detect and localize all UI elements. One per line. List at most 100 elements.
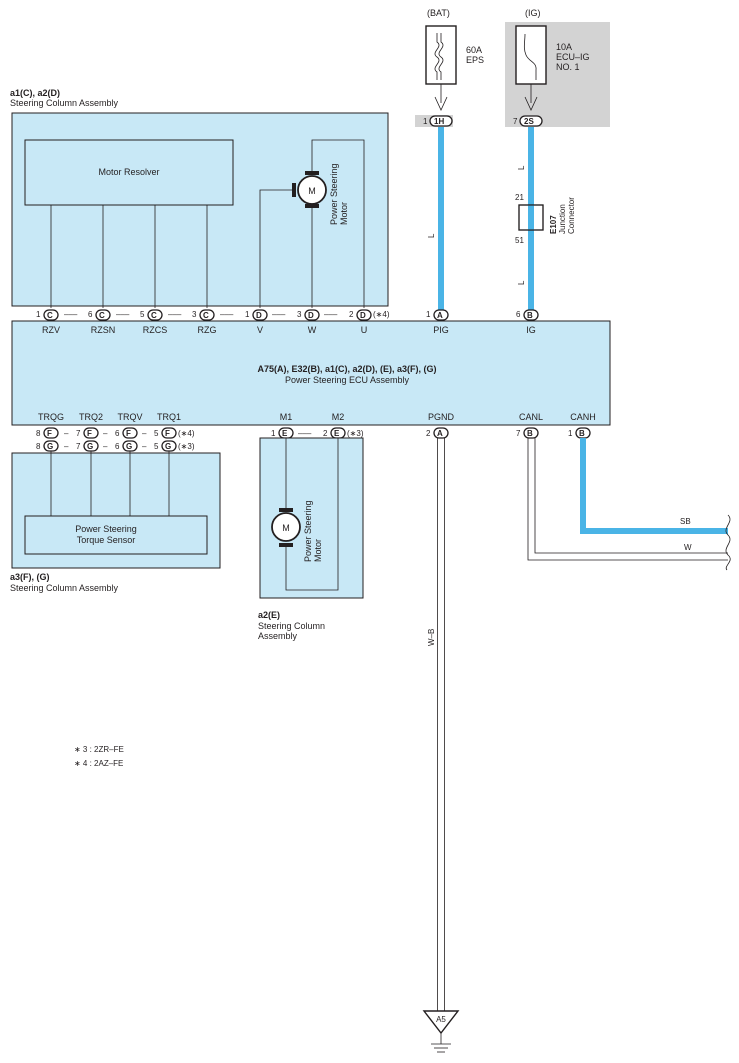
terminal-trq2: TRQ2 [79,412,103,422]
pin-num: 7 [76,429,81,438]
note-4: ∗ 4 : 2AZ–FE [74,759,123,768]
pin-sep: – [142,429,147,438]
pin-num: 8 [36,442,41,451]
pin-sep: – [142,442,147,451]
motor-e-assembly: M Power Steering Motor a2(E) Steering Co… [258,437,364,641]
pin-dash: ––– [220,310,234,319]
terminal-pgnd: PGND [428,412,455,422]
pin-letter: E [282,429,288,438]
pin-num: 6 [516,310,521,319]
torque-sensor-box [24,515,208,555]
pin-num: 2 [323,429,328,438]
pin-dash: ––– [168,310,182,319]
terminal-w: W [308,325,317,335]
terminal-rzv: RZV [42,325,60,335]
pin-num: 2 [349,310,354,319]
pin-dash: ––– [298,429,312,438]
torque-assembly-title: Steering Column Assembly [10,583,119,593]
pin-num: 5 [154,429,159,438]
pin-f-trq2 [83,427,99,439]
top-connector-row: 1 C ––– 6 C ––– 5 C ––– 3 C ––– 1 D ––– … [36,309,539,321]
motor-resolver-label: Motor Resolver [98,167,159,177]
wire-v [259,189,292,308]
top-assembly-title: Steering Column Assembly [10,98,119,108]
pin-b-ig [523,309,539,321]
wire-canh-sb [580,438,728,534]
notes: ∗ 3 : 2ZR–FE ∗ 4 : 2AZ–FE [74,745,124,768]
terminal-u: U [361,325,368,335]
junction-box-outline [518,204,544,231]
pin-letter: G [87,442,93,451]
pin-c-rzsn [95,309,111,321]
power-source-ig: (IG) 10A ECU–IG NO. 1 [505,8,610,127]
torque-assembly-connector-ref: a3(F), (G) [10,572,50,582]
pin-letter: F [165,429,170,438]
terminal-trq1: TRQ1 [157,412,181,422]
junction-pin-top: 21 [515,193,524,202]
junction-line2: Connector [567,197,576,234]
fuse-eps-icon-shadow [434,33,440,80]
pin-dash: ––– [324,310,338,319]
motor-symbol: M [308,186,316,196]
pin-num: 6 [88,310,93,319]
top-assembly-connector-ref: a1(C), a2(D) [10,88,60,98]
note-star3: (∗3) [178,442,195,451]
motor-e-title1: Steering Column [258,621,325,631]
terminal-ig: IG [526,325,536,335]
pin-letter: C [151,311,157,320]
pin-c-rzv [43,309,59,321]
note-star3: (∗3) [347,429,364,438]
pin-num: 6 [115,429,120,438]
fuse-eps-icon [438,33,444,80]
pin-letter: D [256,311,262,320]
pin-num: 8 [36,429,41,438]
pin-1h-label: 1H [434,117,444,126]
terminal-v: V [257,325,263,335]
pin-letter: F [47,429,52,438]
pin-num: 1 [271,429,276,438]
ecu-connector-ref: A75(A), E32(B), a1(C), a2(D), (E), a3(F)… [257,364,436,374]
pin-c-rzcs [147,309,163,321]
wire-canl-outer [527,438,728,561]
terminal-m2: M2 [332,412,345,422]
pin-num: 1 [245,310,250,319]
pin-num: 1 [426,310,431,319]
fuse-eps-amp: 60A [466,45,482,55]
pin-c-rzg [199,309,215,321]
motor-e-label-line2: Motor [313,539,323,562]
pin-letter: F [126,429,131,438]
pin-num: 3 [297,310,302,319]
ground-wire: W–B A5 [422,438,460,1053]
wire-u [311,139,365,308]
wire-canl-inner [534,438,728,554]
pin-letter: B [527,311,533,320]
pin-letter: D [360,311,366,320]
pin-num: 7 [516,429,521,438]
fuse-ecu-ig-icon [523,33,537,80]
motor-e-title2: Assembly [258,631,298,641]
wire-canl-color: W [684,543,692,552]
junction-connector-e107: 21 51 E107 Junction Connector [515,193,576,245]
pin-b-canl [523,427,539,439]
pin-num: 7 [76,442,81,451]
motor-brush-left [292,183,296,197]
pin-letter: C [203,311,209,320]
ecu-title: Power Steering ECU Assembly [285,375,410,385]
pin-dash: ––– [64,310,78,319]
wire-m2 [285,438,339,591]
pin-letter: C [47,311,53,320]
power-source-bat: (BAT) 60A EPS [425,8,484,85]
motor-icon [297,175,327,205]
pin-letter: G [126,442,132,451]
torque-sensor-line1: Power Steering [75,524,137,534]
pin-d-w [304,309,320,321]
wire-wb-color: W–B [427,629,436,646]
motor-brush-top [305,171,319,175]
wire-canh-color: SB [680,517,691,526]
pin-letter: B [527,429,533,438]
motor-e-connector-row: 1 E ––– 2 E (∗3) [271,427,364,439]
can-wires: SB W [527,438,731,571]
pin-letter: C [99,311,105,320]
pin-a-pgnd [433,427,449,439]
